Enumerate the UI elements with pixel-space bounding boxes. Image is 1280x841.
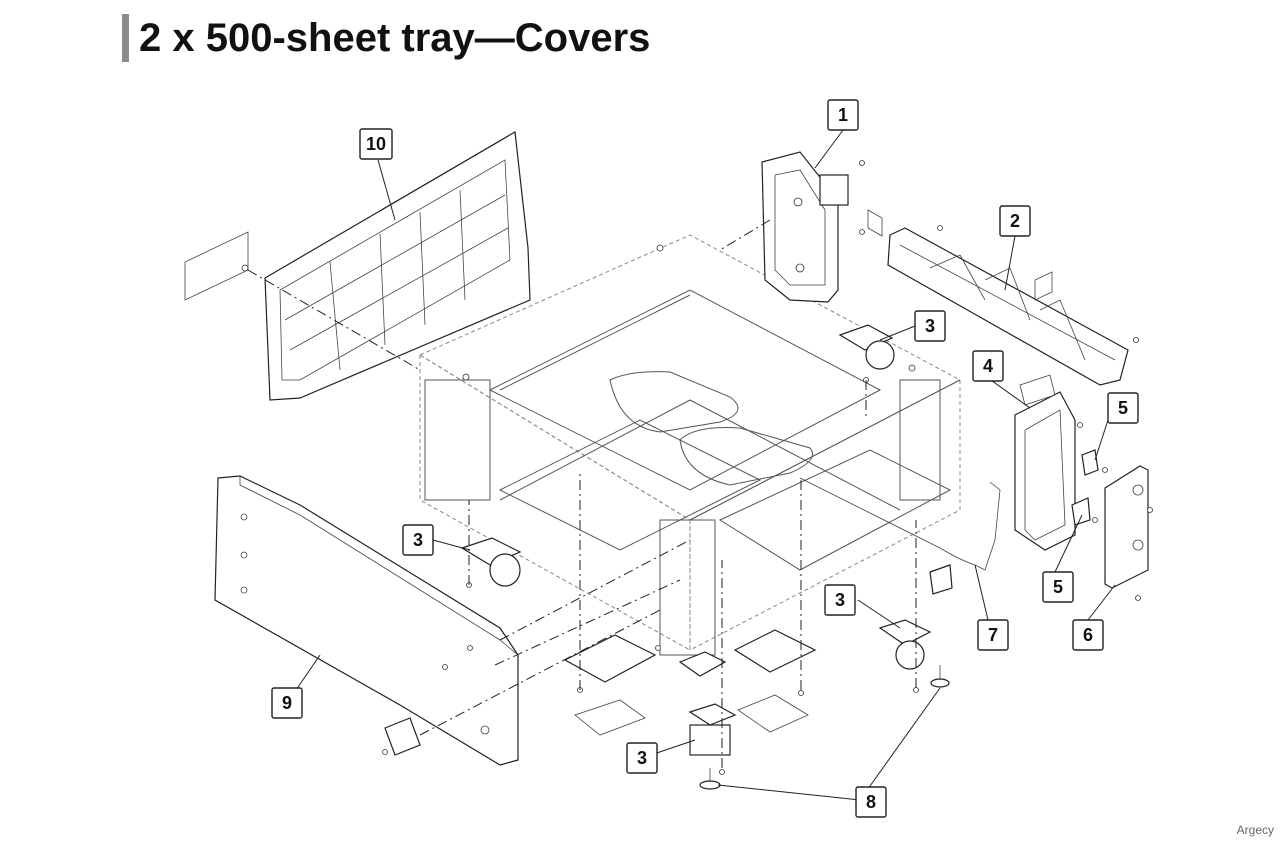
- svg-text:4: 4: [983, 356, 993, 376]
- svg-text:7: 7: [988, 625, 998, 645]
- callout-3d: 3: [626, 742, 658, 774]
- title-accent-bar: [122, 14, 129, 62]
- callout-7: 7: [977, 619, 1009, 651]
- callout-8: 8: [855, 786, 887, 818]
- part-10-rear-cover: [184, 131, 531, 401]
- svg-text:5: 5: [1118, 398, 1128, 418]
- svg-text:8: 8: [866, 792, 876, 812]
- leader-lines: [295, 129, 1116, 801]
- svg-text:3: 3: [413, 530, 423, 550]
- callout-2: 2: [999, 205, 1031, 237]
- bottom-brackets: [468, 380, 953, 768]
- callout-3c: 3: [824, 584, 856, 616]
- part-8-foot-right: [930, 665, 950, 688]
- part-3-caster-right: [878, 619, 932, 693]
- callout-1: 1: [827, 99, 859, 131]
- part-3-caster-top: [838, 324, 895, 383]
- part-7-cable: [799, 477, 1001, 571]
- callout-10: 10: [359, 128, 393, 160]
- part-5-clip-upper: [1081, 449, 1108, 476]
- part-3-caster-left: [460, 537, 522, 588]
- svg-text:2: 2: [1010, 211, 1020, 231]
- part-3-caster-bottom: [688, 703, 737, 775]
- svg-text:1: 1: [838, 105, 848, 125]
- svg-text:3: 3: [835, 590, 845, 610]
- part-2-top-cover: [887, 225, 1139, 386]
- svg-text:5: 5: [1053, 577, 1063, 597]
- page-title: 2 x 500-sheet tray—Covers: [139, 16, 651, 60]
- part-8-foot-bottom: [699, 768, 721, 790]
- part-9-front-cover: [214, 475, 691, 766]
- callout-4: 4: [972, 350, 1004, 382]
- svg-text:3: 3: [637, 748, 647, 768]
- part-6-side-plate: [1104, 465, 1153, 601]
- callout-5a: 5: [1107, 392, 1139, 424]
- part-5-clip-lower: [1071, 497, 1098, 526]
- part-1-side-bracket: [719, 151, 883, 303]
- svg-text:9: 9: [282, 693, 292, 713]
- callout-3b: 3: [402, 524, 434, 556]
- callout-6: 6: [1072, 619, 1104, 651]
- part-4-right-bracket: [1014, 374, 1083, 551]
- watermark: Argecy: [1236, 823, 1274, 837]
- callout-5b: 5: [1042, 571, 1074, 603]
- callout-3a: 3: [914, 310, 946, 342]
- svg-text:10: 10: [366, 134, 386, 154]
- svg-text:3: 3: [925, 316, 935, 336]
- callout-9: 9: [271, 687, 303, 719]
- svg-text:6: 6: [1083, 625, 1093, 645]
